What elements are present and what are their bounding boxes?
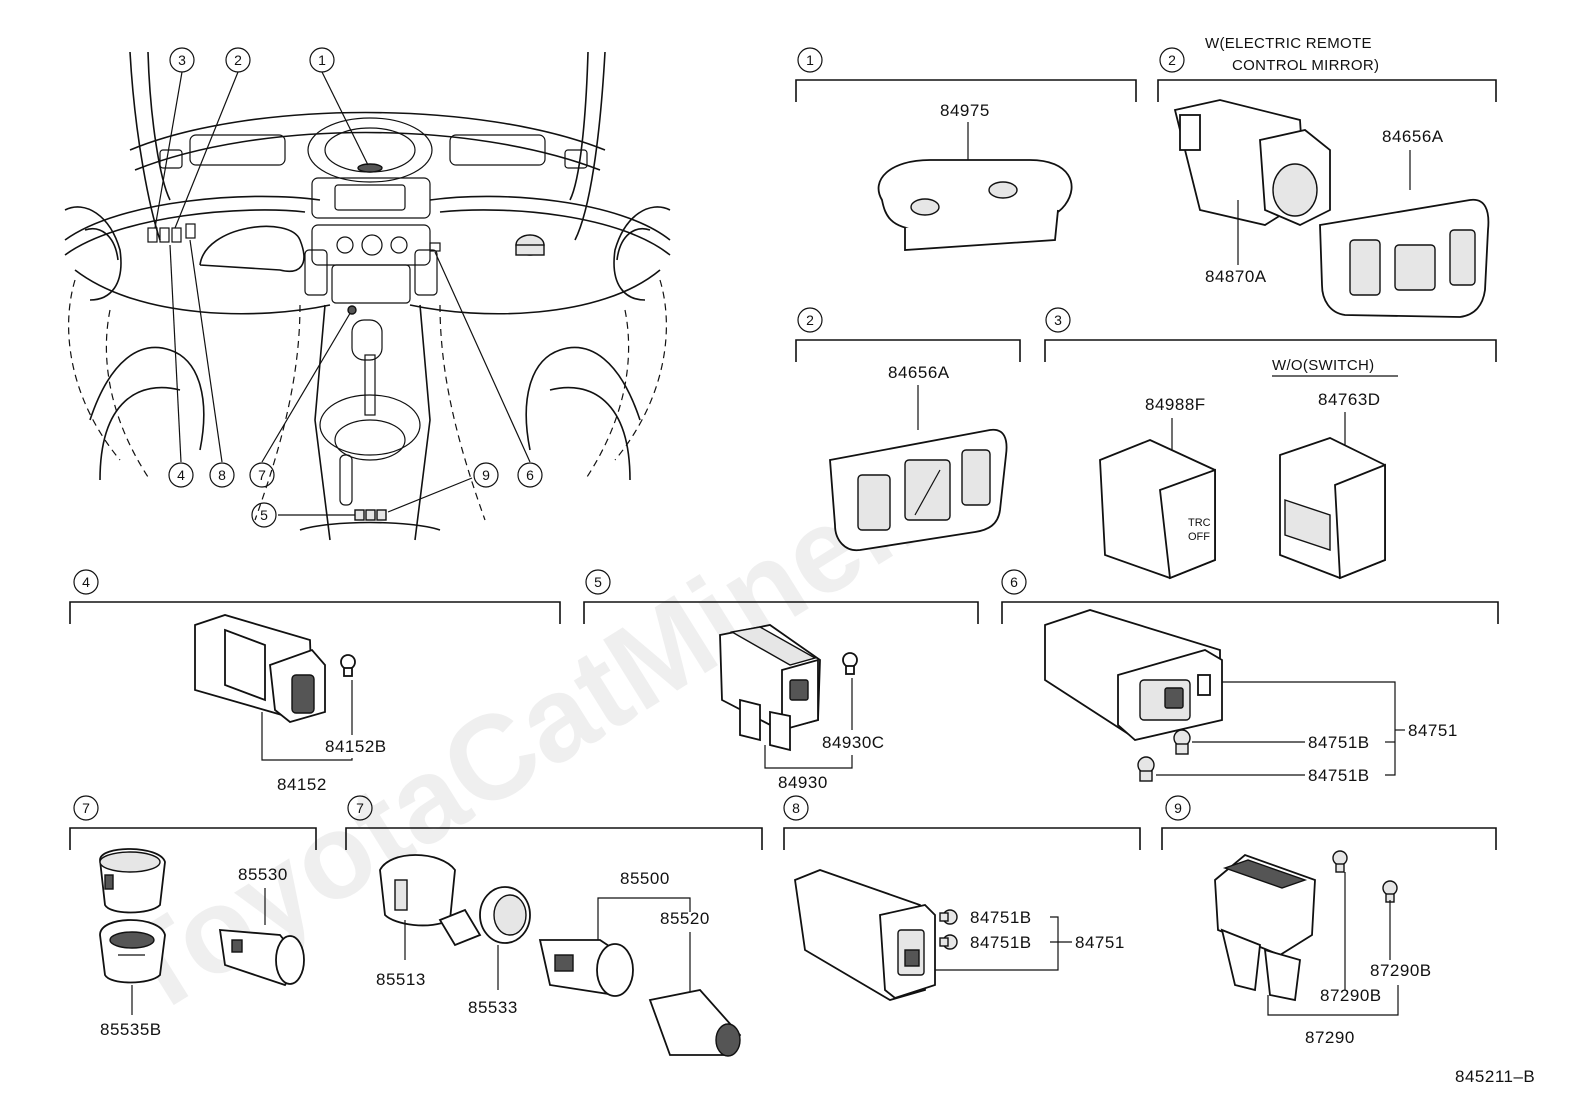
svg-text:3: 3 <box>178 52 186 68</box>
svg-text:8: 8 <box>218 467 226 483</box>
callout-4: 4 <box>168 462 194 488</box>
part-87290B-a: 87290B <box>1370 961 1432 980</box>
dashboard-overview: 3 2 1 4 8 7 6 5 9 <box>64 47 671 541</box>
part-84152B: 84152B <box>325 737 387 756</box>
part-84751B-b: 84751B <box>1308 766 1370 785</box>
svg-text:1: 1 <box>318 52 326 68</box>
note-w-electric-remote: W(ELECTRIC REMOTE <box>1205 35 1372 52</box>
part-84656A-2: 84656A <box>888 363 950 382</box>
section-2-mirror: 2 W(ELECTRIC REMOTE CONTROL MIRROR) 8465… <box>1157 35 1497 318</box>
part-84751B-a: 84751B <box>1308 733 1370 752</box>
part-84930: 84930 <box>778 773 828 792</box>
section-8: 8 84751B 84751B 84751 <box>783 795 1141 1001</box>
part-84656A: 84656A <box>1382 127 1444 146</box>
callout-7: 7 <box>249 462 275 488</box>
part-84751B-c: 84751B <box>970 908 1032 927</box>
callout-6: 6 <box>517 462 543 488</box>
part-85533: 85533 <box>468 998 518 1017</box>
part-84751-b: 84751 <box>1075 933 1125 952</box>
part-85530: 85530 <box>238 865 288 884</box>
part-84751B-d: 84751B <box>970 933 1032 952</box>
svg-text:5: 5 <box>594 574 602 590</box>
svg-text:2: 2 <box>806 312 814 328</box>
part-84988F: 84988F <box>1145 395 1206 414</box>
callout-1: 1 <box>309 47 335 73</box>
note-wo-switch: W/O(SWITCH) <box>1272 357 1374 374</box>
section-7-left: 7 85535B 85530 <box>69 795 317 1039</box>
svg-text:7: 7 <box>356 800 364 816</box>
part-85513: 85513 <box>376 970 426 989</box>
section-6: 6 84751B 84751B 84751 <box>1001 569 1499 785</box>
callout-2: 2 <box>225 47 251 73</box>
part-87290: 87290 <box>1305 1028 1355 1047</box>
svg-text:5: 5 <box>260 507 268 523</box>
svg-text:OFF: OFF <box>1188 531 1210 543</box>
svg-text:TRC: TRC <box>1188 517 1211 529</box>
svg-text:4: 4 <box>177 467 185 483</box>
part-84152: 84152 <box>277 775 327 794</box>
part-84930C: 84930C <box>822 733 885 752</box>
callout-9: 9 <box>473 462 499 488</box>
callout-5: 5 <box>251 502 277 528</box>
section-9: 9 87290B 87290B 87290 <box>1161 795 1497 1047</box>
svg-text:3: 3 <box>1054 312 1062 328</box>
part-85520: 85520 <box>660 909 710 928</box>
part-84870A: 84870A <box>1205 267 1267 286</box>
part-84751: 84751 <box>1408 721 1458 740</box>
svg-text:9: 9 <box>1174 800 1182 816</box>
section-5: 5 84930C 84930 <box>583 569 979 792</box>
section-7-right: 7 85513 85533 85500 85520 <box>345 795 763 1057</box>
svg-text:1: 1 <box>806 52 814 68</box>
callout-8: 8 <box>209 462 235 488</box>
section-2-bezel: 2 84656A <box>795 307 1021 552</box>
part-85500: 85500 <box>620 869 670 888</box>
svg-text:4: 4 <box>82 574 90 590</box>
svg-text:8: 8 <box>792 800 800 816</box>
svg-text:6: 6 <box>1010 574 1018 590</box>
svg-text:9: 9 <box>482 467 490 483</box>
section-4: 4 84152B 84152 <box>69 569 561 794</box>
svg-text:6: 6 <box>526 467 534 483</box>
svg-text:7: 7 <box>258 467 266 483</box>
svg-text:2: 2 <box>234 52 242 68</box>
section-3: 3 W/O(SWITCH) 84988F TRC OFF 84763D <box>1044 307 1497 580</box>
note-control-mirror: CONTROL MIRROR) <box>1232 57 1379 74</box>
section-1: 1 84975 <box>795 47 1137 251</box>
figure-code: 845211–B <box>1455 1067 1535 1086</box>
part-84763D: 84763D <box>1318 390 1381 409</box>
part-84975: 84975 <box>940 101 990 120</box>
part-87290B-b: 87290B <box>1320 986 1382 1005</box>
svg-text:2: 2 <box>1168 52 1176 68</box>
callout-3: 3 <box>169 47 195 73</box>
part-85535B: 85535B <box>100 1020 162 1039</box>
svg-text:7: 7 <box>82 800 90 816</box>
